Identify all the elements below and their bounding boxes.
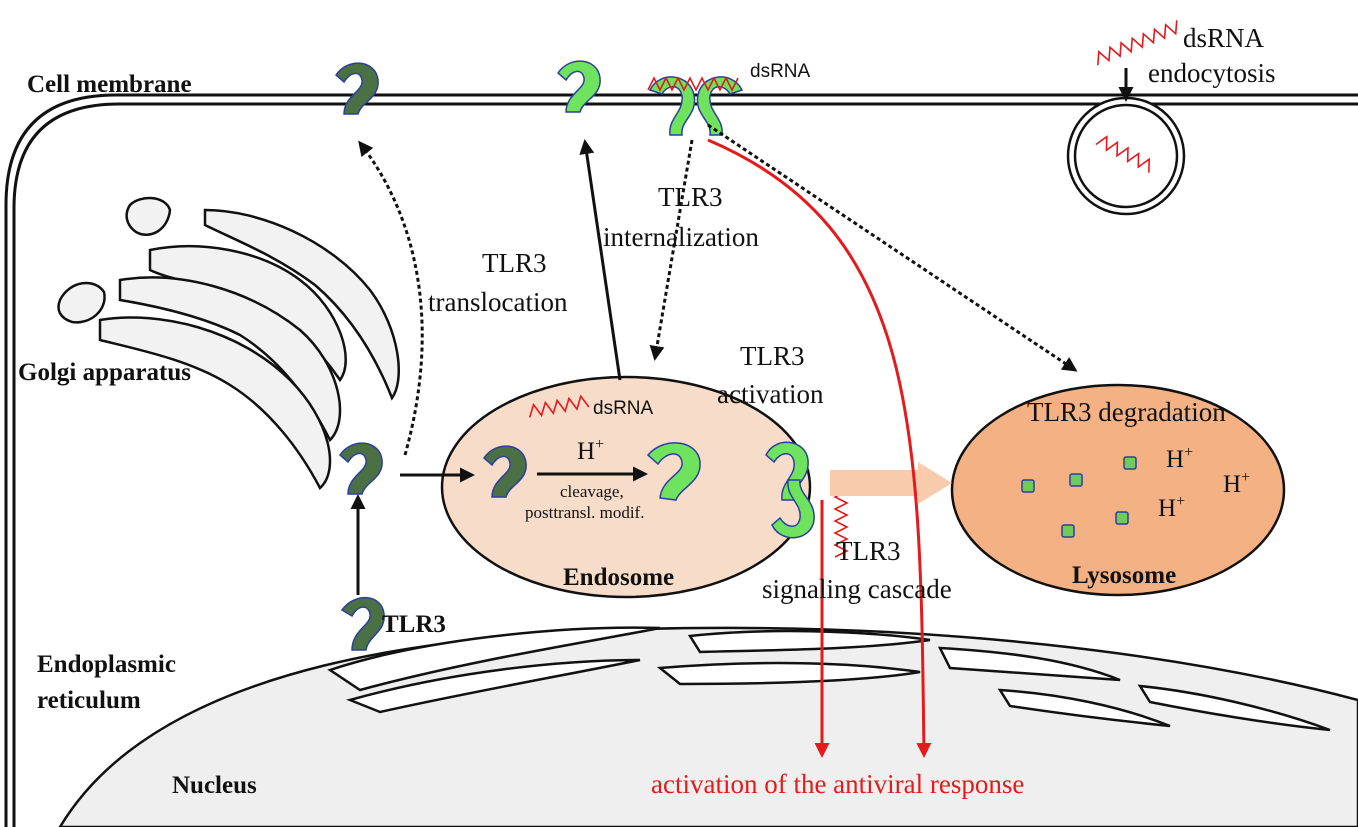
dsrna-helix-vesicle xyxy=(1095,135,1151,173)
endoplasmic-reticulum xyxy=(327,626,1331,732)
cell-membrane xyxy=(4,93,1358,827)
label-dsrna-endocytosis-2: endocytosis xyxy=(1148,58,1276,88)
label-signaling-2: signaling cascade xyxy=(762,574,952,604)
degradation-fragments xyxy=(1021,456,1137,538)
dsrna-helix-endosome-bound xyxy=(833,484,849,558)
arrow-internalization xyxy=(649,139,694,361)
label-golgi: Golgi apparatus xyxy=(18,359,191,386)
dsrna-helix-top-right xyxy=(1097,20,1178,66)
arrow-endosome-to-lysosome-head xyxy=(918,462,952,504)
golgi-apparatus xyxy=(57,196,400,491)
label-translocation-2: translocation xyxy=(428,287,568,317)
label-dsrna-membrane: dsRNA xyxy=(750,61,811,82)
label-activation-1: TLR3 xyxy=(740,341,805,371)
tlr3-er-icon xyxy=(340,596,385,651)
label-endosome-dsrna: dsRNA xyxy=(593,398,654,419)
endosome xyxy=(440,375,812,599)
label-internalization-1: TLR3 xyxy=(658,182,723,212)
dsrna-helix-endosome xyxy=(528,394,590,418)
arrows xyxy=(350,68,1134,758)
label-signaling-1: TLR3 xyxy=(836,536,901,566)
label-lys-h-1: H+ xyxy=(1166,444,1193,473)
label-dsrna-endocytosis-1: dsRNA xyxy=(1183,23,1265,53)
tlr3-membrane-immature-icon xyxy=(335,62,379,115)
tlr3-membrane-mature-icon xyxy=(557,60,601,113)
label-antiviral-response: activation of the antiviral response xyxy=(651,769,1024,799)
label-cleavage-2: posttransl. modif. xyxy=(525,503,644,522)
label-lys-h-2: H+ xyxy=(1223,469,1250,498)
dsrna-helices xyxy=(528,20,1178,558)
tlr3-dimer-endosome-icon xyxy=(765,441,815,539)
label-er-line2: reticulum xyxy=(37,687,141,714)
dsrna-helix-membrane xyxy=(647,76,739,92)
arrow-golgi-to-membrane xyxy=(358,140,424,456)
arrow-to-lysosome xyxy=(707,123,1078,372)
tlr3-endosome-mature-icon xyxy=(646,442,701,501)
arrow-translocation xyxy=(579,139,622,381)
label-translocation-1: TLR3 xyxy=(482,248,547,278)
label-tlr3: TLR3 xyxy=(382,611,446,638)
label-endosome-h: H+ xyxy=(577,436,604,465)
arrow-membrane-signaling xyxy=(707,138,932,758)
label-er-line1: Endoplasmic xyxy=(37,651,176,678)
tlr3-dimer-membrane-icon xyxy=(648,76,744,136)
label-internalization-2: internalization xyxy=(603,222,759,252)
label-nucleus: Nucleus xyxy=(172,772,257,799)
tlr3-golgi-icon xyxy=(339,442,383,495)
tlr3-endosome-immature-icon xyxy=(483,445,527,498)
label-lysosome: Lysosome xyxy=(1072,562,1176,589)
endocytic-vesicle xyxy=(1066,96,1186,216)
lysosome xyxy=(950,383,1286,597)
label-lysosome-title: TLR3 degradation xyxy=(1027,397,1226,427)
label-cell-membrane: Cell membrane xyxy=(27,71,192,98)
label-cleavage-1: cleavage, xyxy=(560,482,624,501)
label-endosome: Endosome xyxy=(563,564,674,591)
label-lys-h-3: H+ xyxy=(1158,493,1185,522)
label-activation-2: activation xyxy=(717,379,824,409)
